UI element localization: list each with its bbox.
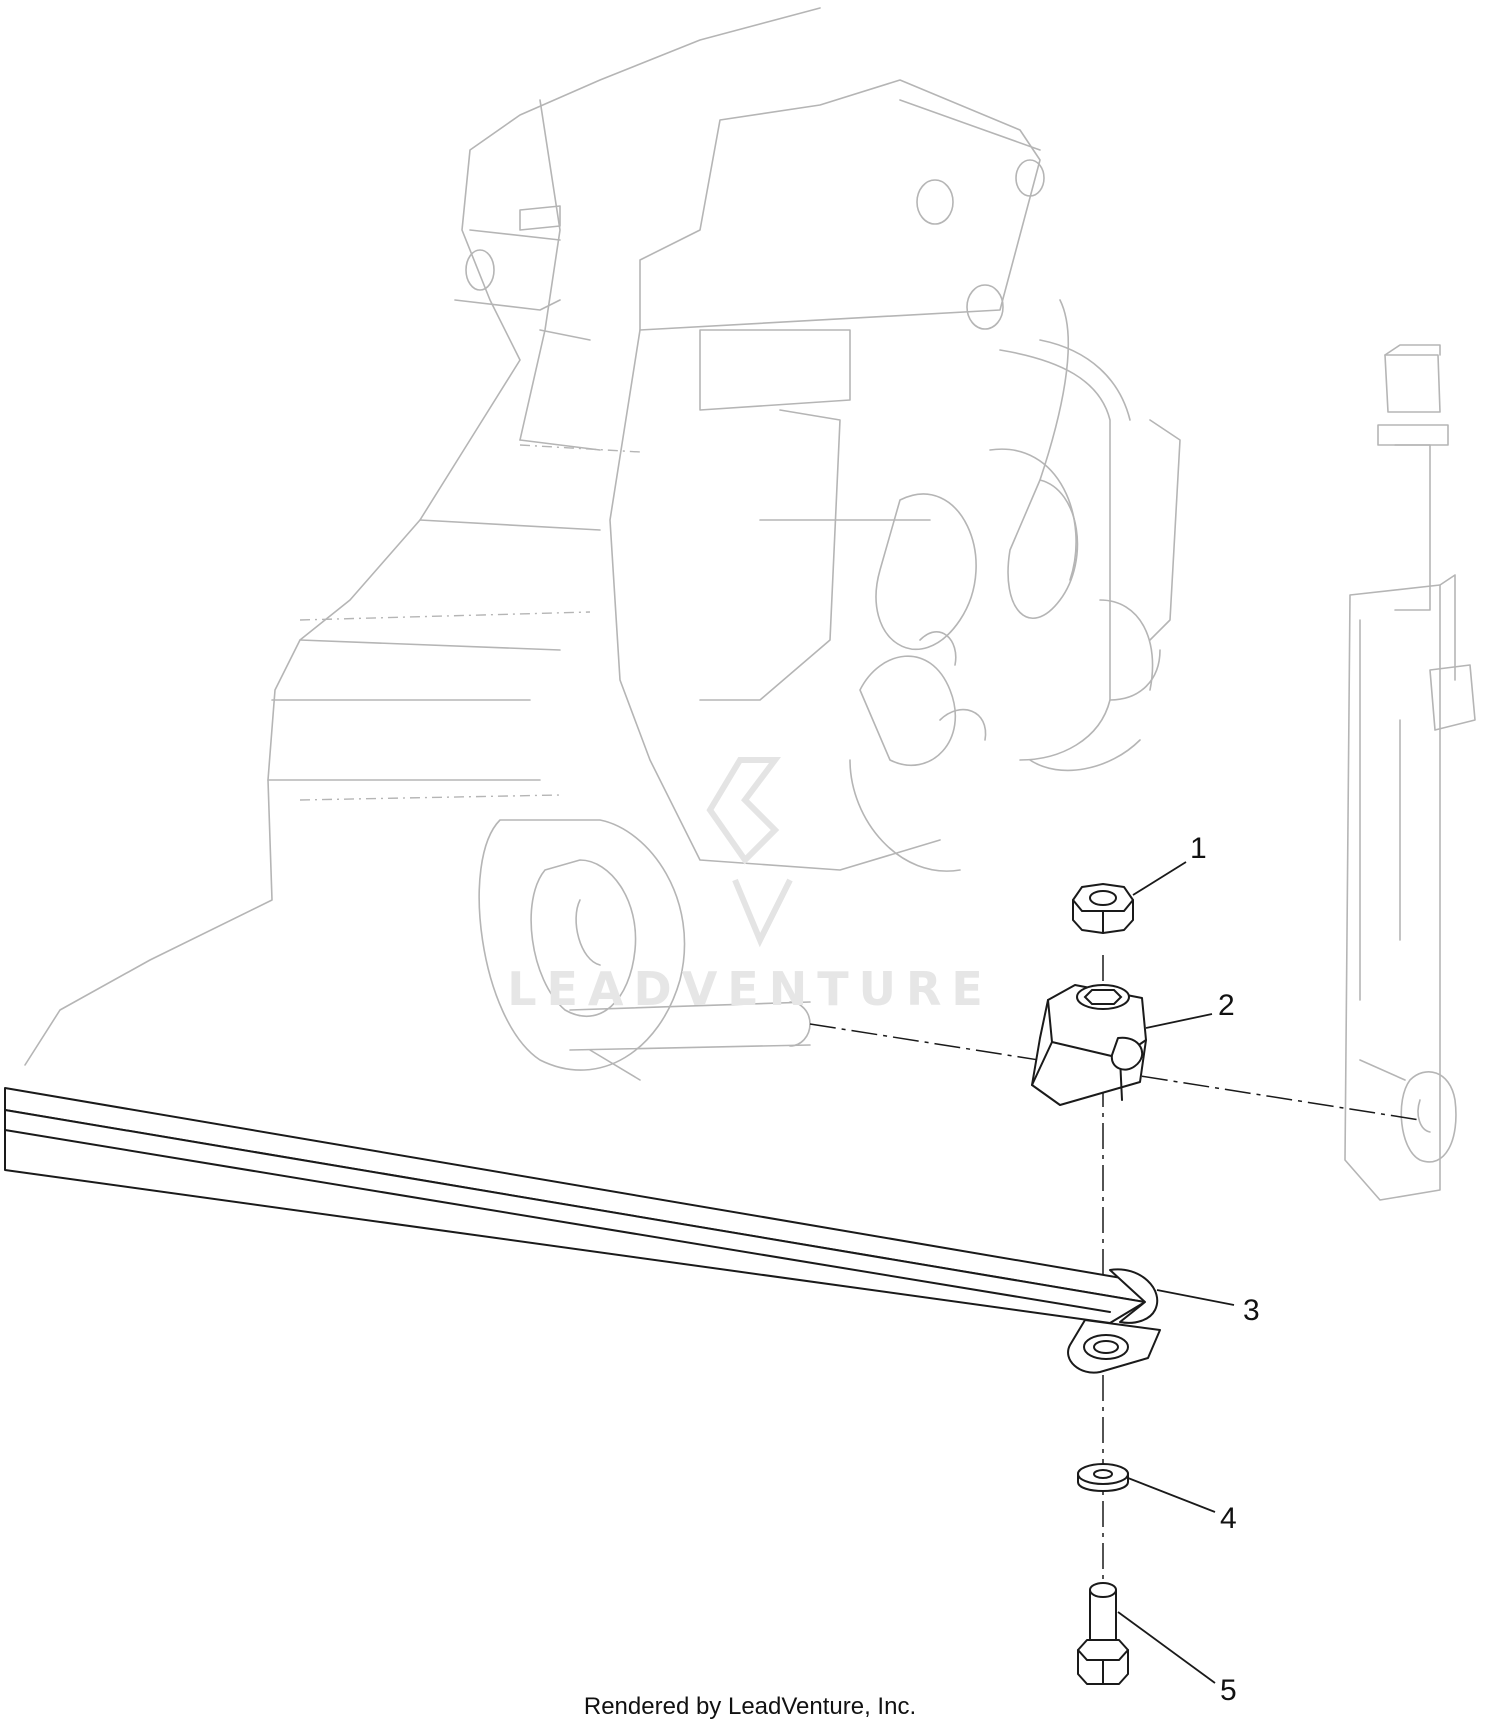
callout-2: 2 [1218,989,1235,1022]
callout-numbers: 1 2 3 4 5 [1190,832,1260,1707]
render-credit: Rendered by LeadVenture, Inc. [583,1693,917,1720]
leader-5 [1117,1611,1216,1684]
part-5-bolt [1077,1582,1129,1685]
watermark-text: LEADVENTURE [507,962,993,1016]
leader-3 [1156,1289,1235,1306]
part-3-rod [4,1087,1161,1374]
part-1-hex-nut [1072,883,1134,934]
background-housing [24,7,821,1066]
background-wheel-axle [478,819,811,1081]
watermark-logo: LEADVENTURE [507,757,993,1016]
callout-5: 5 [1220,1674,1237,1707]
part-4-washer [1077,1463,1129,1492]
leader-2 [1145,1013,1213,1029]
callout-leaders [1117,861,1235,1684]
background-gearbox [609,79,1181,872]
part-2-clamp-block [1031,984,1147,1106]
callout-3: 3 [1243,1294,1260,1327]
callout-4: 4 [1220,1502,1237,1535]
leader-4 [1127,1477,1216,1513]
callout-1: 1 [1190,832,1207,865]
background-crank-arm [1344,344,1476,1201]
leader-1 [1132,861,1187,896]
